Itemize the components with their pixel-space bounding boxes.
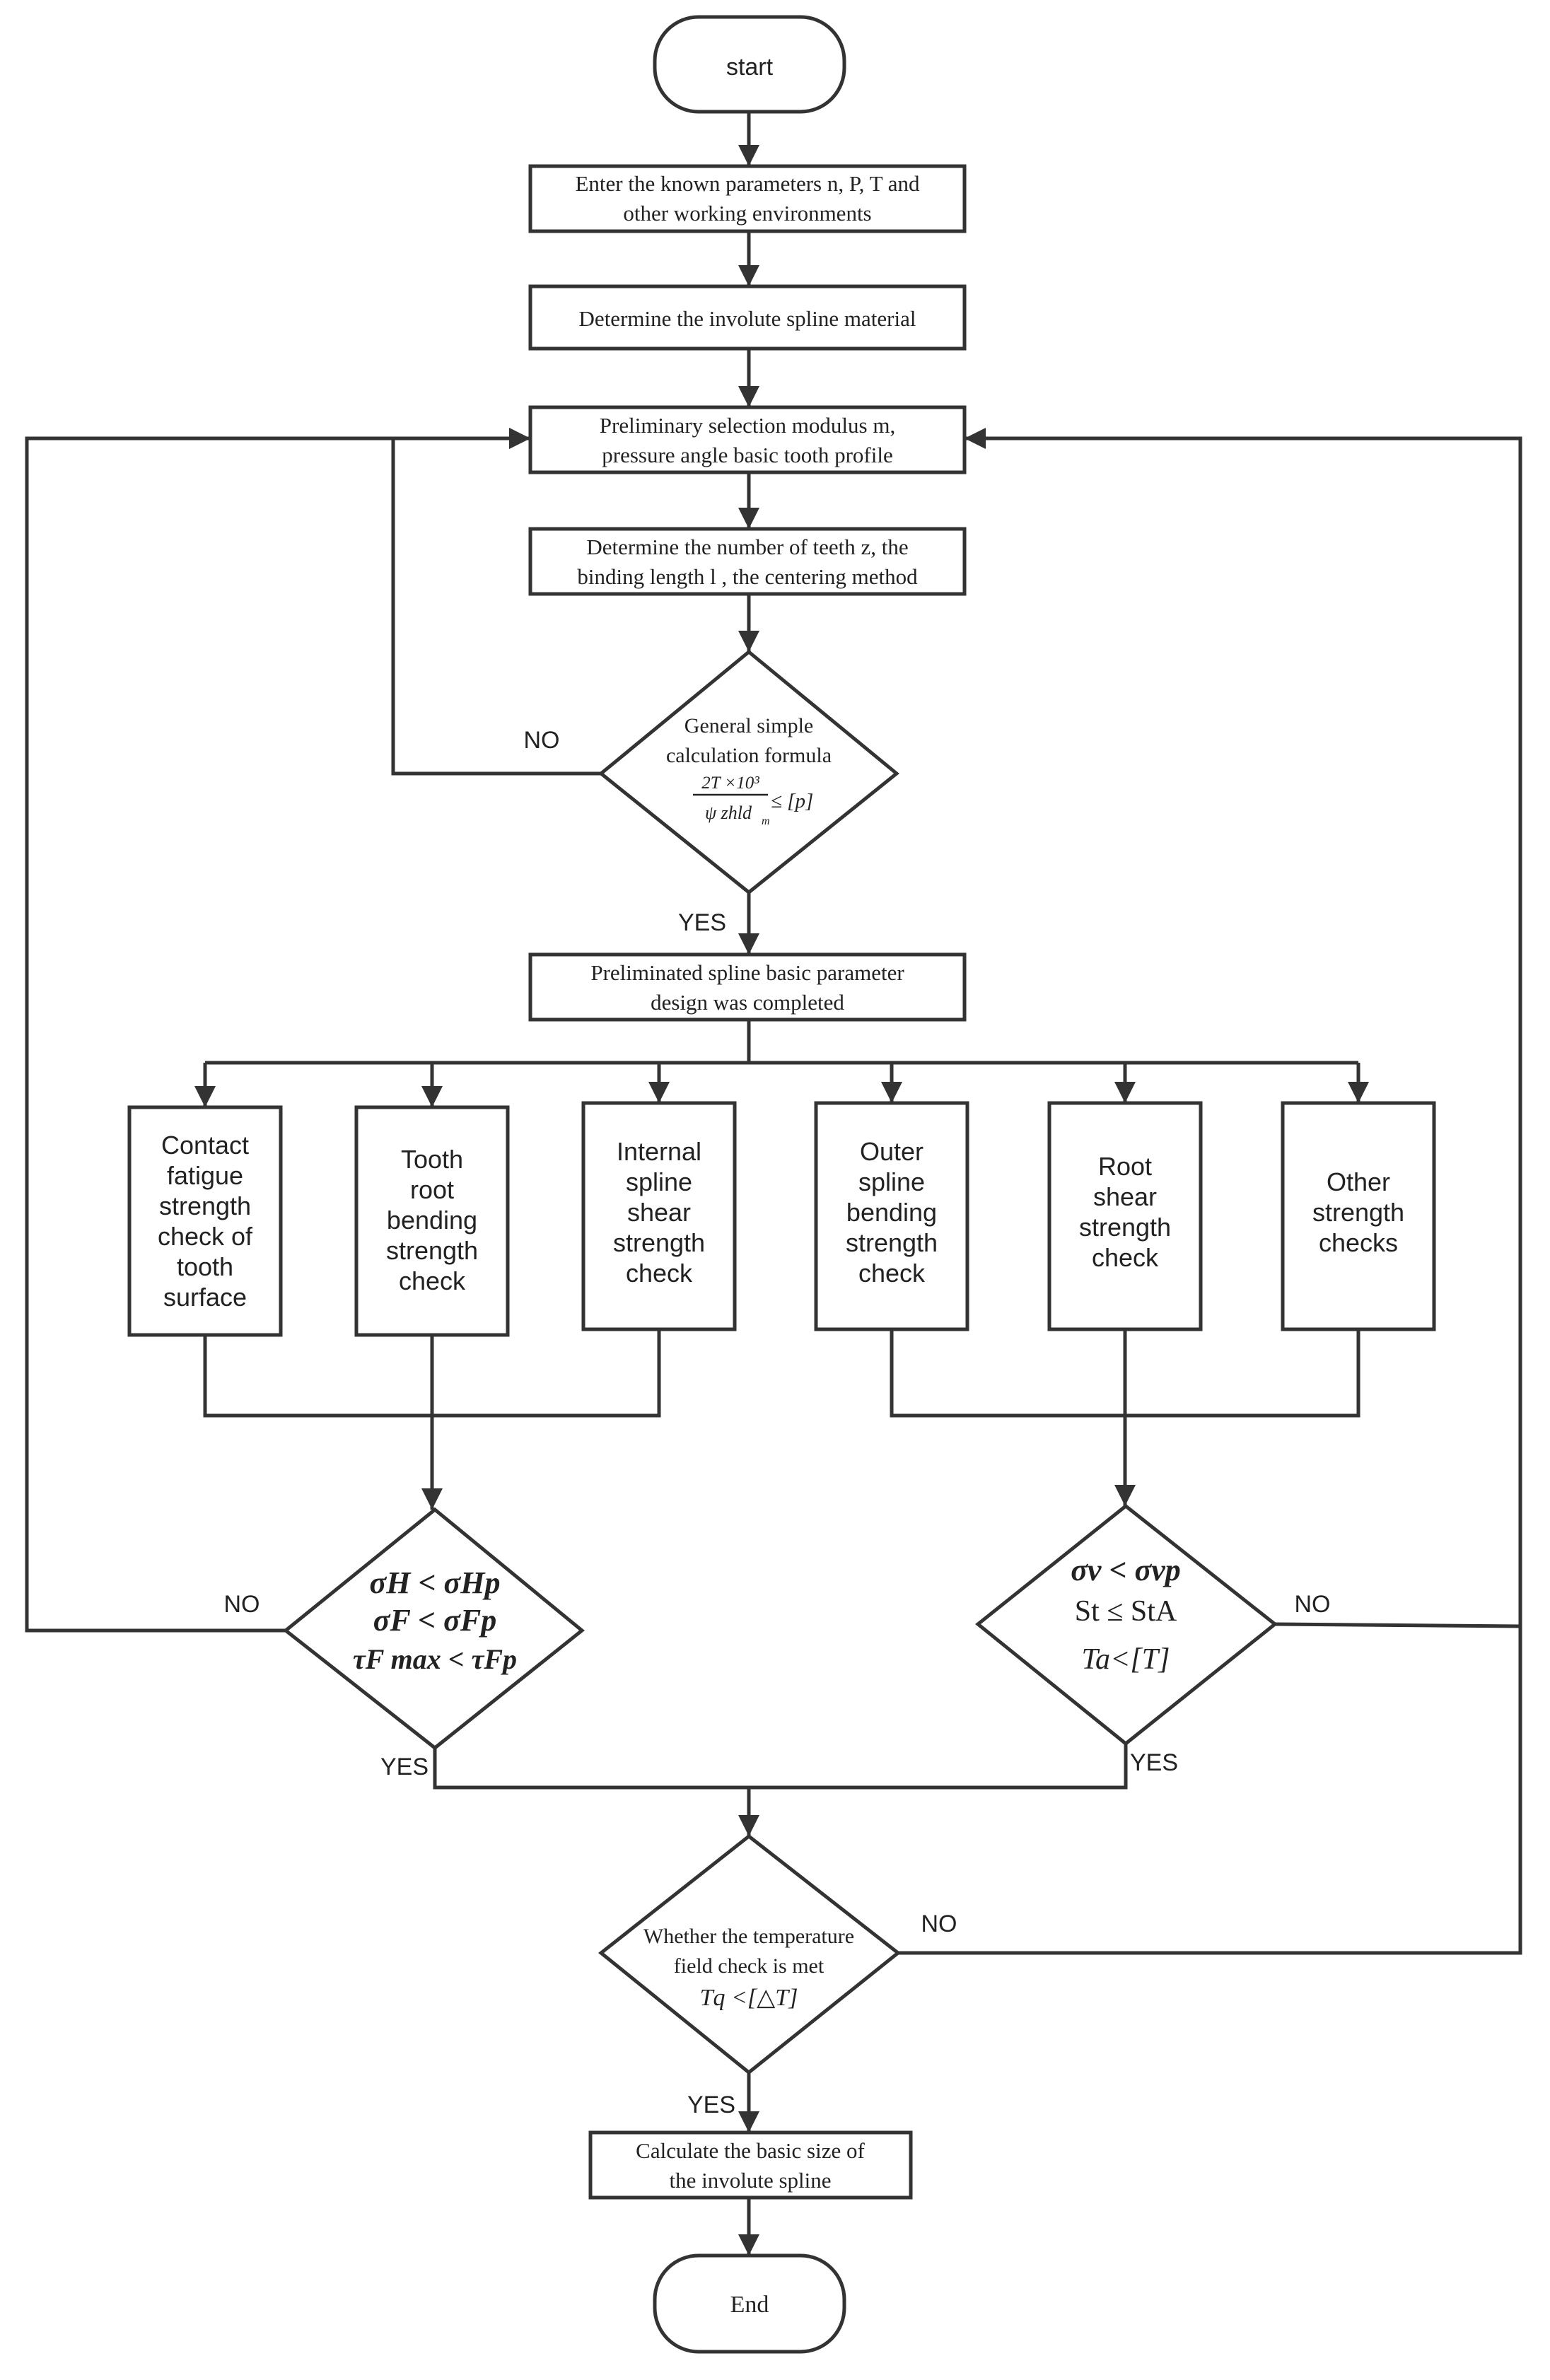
arrow-temperature-no [898,1626,1522,1955]
outer-bending-text: Outer spline bending strength check [846,1137,938,1288]
temperature-yes-label: YES [687,2092,735,2118]
temperature-line-1: Whether the temperature [643,1925,854,1948]
right-condition-line-2: St ≤ StA [1075,1595,1177,1628]
internal-shear-line-5: check [626,1259,693,1288]
outer-bending-line-3: bending [846,1198,937,1227]
prelim-done-line-1: Preliminated spline basic parameter [590,960,904,985]
modulus-box [528,405,967,474]
contact-line-5: tooth [177,1252,233,1281]
simple-check-formula-rhs: ≤ [p] [771,790,813,812]
internal-shear-line-2: spline [626,1167,692,1196]
simple-check-formula-denominator-sub: m [762,815,770,827]
end-label: End [730,2292,769,2318]
calc-size-line-1: Calculate the basic size of [636,2138,865,2163]
right-condition-no-label: NO [1295,1591,1331,1618]
root-shear-line-1: Root [1098,1152,1152,1181]
simple-check-line-1: General simple [684,714,813,737]
other-checks-text: Other strength checks [1312,1167,1404,1257]
internal-shear-line-3: shear [627,1198,691,1227]
start-label: start [726,54,774,81]
root-bending-line-3: bending [387,1206,477,1235]
enter-parameters-box [528,164,967,233]
contact-fatigue-text: Contact fatigue strength check of tooth … [158,1131,253,1312]
other-line-1: Other [1327,1167,1390,1196]
arrow-left-condition-no [25,428,530,1633]
yes-merge-line [433,1744,1128,1790]
internal-shear-text: Internal spline shear strength check [613,1137,705,1288]
left-condition-yes-label: YES [380,1754,429,1780]
temperature-no-label: NO [921,1911,957,1937]
root-bending-line-2: root [410,1175,454,1204]
teeth-line-2: binding length l , the centering method [577,564,918,589]
simple-check-formula-denominator: ψ zhld [705,803,752,823]
left-condition-line-3: τF max < τFp [353,1643,517,1675]
outer-bending-line-1: Outer [860,1137,923,1166]
outer-bending-line-2: spline [858,1167,925,1196]
other-line-2: strength [1312,1198,1404,1227]
internal-shear-line-1: Internal [617,1137,701,1166]
outer-bending-line-4: strength [846,1228,938,1257]
right-condition-line-1: σv < σvp [1071,1553,1181,1587]
root-shear-line-2: shear [1093,1182,1157,1211]
calc-size-box [588,2130,913,2200]
contact-line-3: strength [159,1191,251,1220]
root-shear-line-4: check [1092,1243,1159,1272]
simple-check-formula-numerator: 2T ×10³ [701,774,759,793]
root-bending-line-5: check [399,1266,466,1295]
material-label: Determine the involute spline material [579,306,916,331]
contact-line-4: check of [158,1222,253,1251]
teeth-line-1: Determine the number of teeth z, the [586,535,908,559]
other-line-3: checks [1319,1228,1398,1257]
enter-params-line-2: other working environments [623,201,871,226]
contact-line-6: surface [163,1283,247,1312]
temperature-formula: Tq <[△T] [700,1985,798,2011]
simple-check-decision [598,649,899,895]
calc-size-line-2: the involute spline [669,2168,831,2193]
temperature-line-2: field check is met [674,1954,824,1978]
left-condition-line-2: σF < σFp [373,1603,496,1638]
root-shear-text: Root shear strength check [1079,1152,1171,1272]
internal-shear-box [581,1101,737,1331]
outer-bending-line-5: check [858,1259,926,1288]
left-condition-line-1: σH < σHp [370,1565,501,1600]
internal-shear-line-4: strength [613,1228,705,1257]
enter-params-line-1: Enter the known parameters n, P, T and [576,171,920,196]
prelim-done-line-2: design was completed [651,990,844,1015]
tooth-root-bending-box [354,1105,510,1337]
root-shear-line-3: strength [1079,1213,1171,1242]
outer-bending-box [814,1101,969,1331]
root-bending-line-1: Tooth [401,1145,463,1174]
contact-line-1: Contact [161,1131,249,1160]
contact-line-2: fatigue [167,1161,243,1190]
modulus-line-1: Preliminary selection modulus m, [600,413,895,438]
right-condition-line-3: Ta<[T] [1082,1643,1170,1676]
simple-check-yes-label: YES [678,909,726,936]
right-condition-yes-label: YES [1130,1749,1178,1776]
root-bending-line-4: strength [386,1236,478,1265]
modulus-line-2: pressure angle basic tooth profile [602,443,892,467]
left-condition-no-label: NO [224,1591,260,1618]
arrow-simple-check-no [391,428,601,776]
simple-check-line-2: calculation formula [666,744,832,767]
simple-check-no-label: NO [524,727,560,754]
arrow-right-condition-no [965,428,1522,1628]
tooth-root-bending-text: Tooth root bending strength check [386,1145,478,1295]
